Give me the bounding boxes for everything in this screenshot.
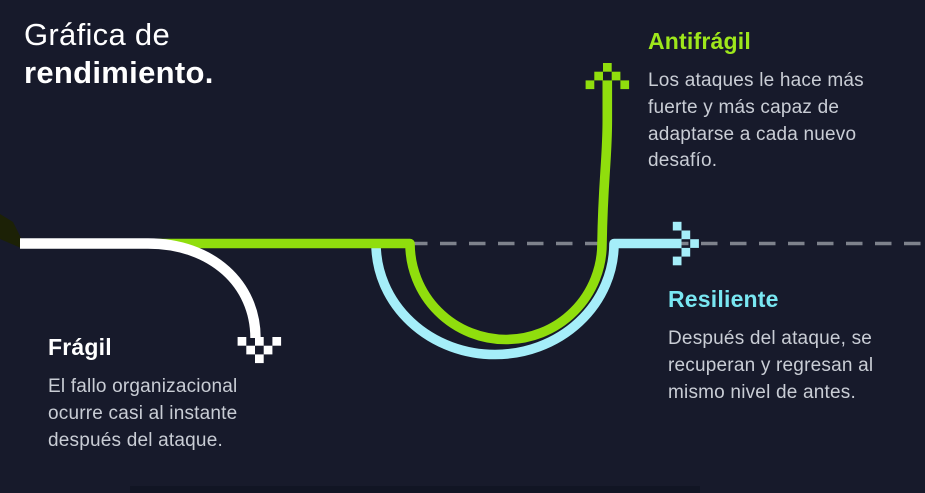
resiliente-heading: Resiliente (668, 286, 779, 312)
resiliente-curve (371, 238, 682, 360)
antifragil-curve (148, 80, 613, 345)
resiliente-body-line: mismo nivel de antes. (668, 381, 856, 403)
pixel-arrow-right-icon (672, 221, 699, 266)
page-title: Gráfica de rendimiento. (24, 16, 214, 92)
bottom-dark-strip (130, 486, 700, 493)
annotation-resiliente: Resiliente Después del ataque, se recupe… (668, 286, 918, 406)
page-title-line2: rendimiento. (24, 55, 214, 90)
resiliente-body-line: recuperan y regresan al (668, 354, 874, 376)
fragil-body-line: ocurre casi al instante (48, 402, 238, 424)
resiliente-body-line: Después del ataque, se (668, 328, 873, 349)
annotation-antifragil: Antifrágil Los ataques le hace más fuert… (648, 28, 898, 175)
pixel-arrow-down-icon (237, 337, 282, 364)
antifragil-body-line: adaptarse a cada nuevo (648, 123, 857, 145)
fragil-body-line: El fallo organizacional (48, 376, 238, 397)
antifragil-body-line: desafío. (648, 150, 718, 172)
annotation-fragil: Frágil El fallo organizacional ocurre ca… (48, 334, 288, 454)
antifragil-heading: Antifrágil (648, 28, 751, 54)
fragil-body-line: después del ataque. (48, 429, 223, 451)
page-title-line1: Gráfica de (24, 17, 171, 52)
left-edge-stub (0, 214, 21, 248)
antifragil-body-line: fuerte y más capaz de (648, 96, 840, 118)
fragil-curve (20, 238, 261, 339)
fragil-heading: Frágil (48, 334, 112, 360)
pixel-arrow-up-icon (585, 63, 630, 90)
antifragil-body-line: Los ataques le hace más (648, 70, 864, 91)
